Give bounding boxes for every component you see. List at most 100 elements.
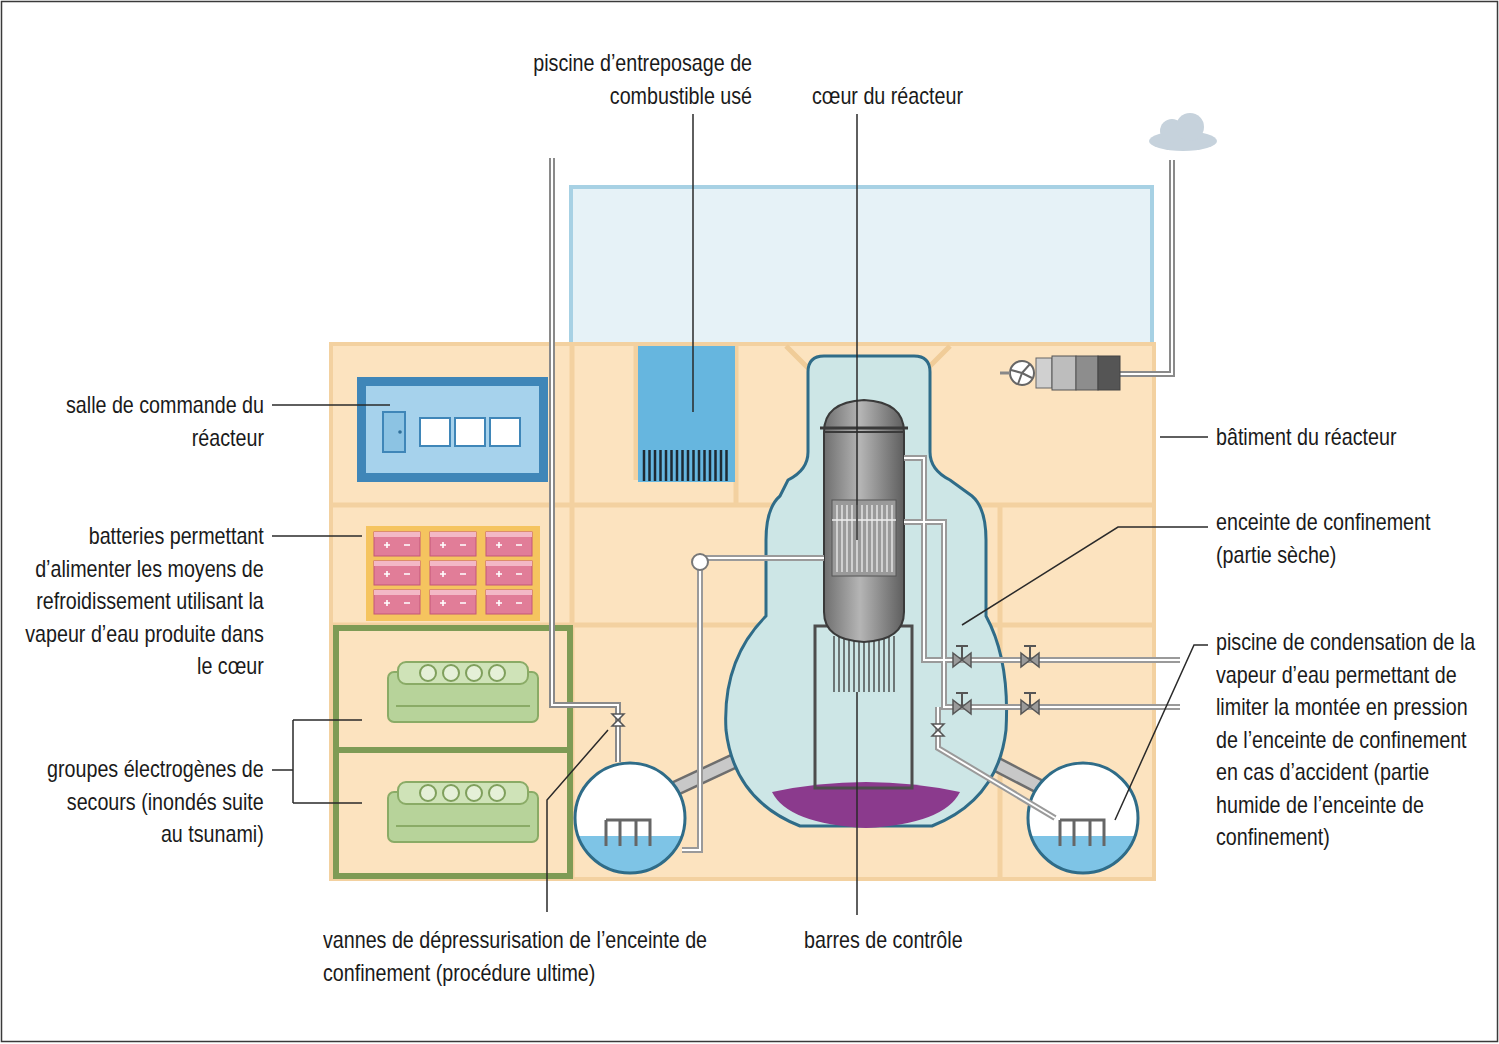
part-label: enceinte de confinement (partie sèche): [1216, 506, 1478, 571]
battery-sign: [384, 600, 410, 606]
fuel-rod: [891, 505, 892, 572]
part-label: piscine de condensation de la vapeur d’e…: [1216, 626, 1484, 854]
valve-wheel: [1024, 645, 1036, 647]
fuel-assembly: [687, 450, 690, 481]
battery-cell: [486, 561, 532, 585]
process-pipes: [682, 458, 1180, 850]
control-rod: [853, 636, 854, 692]
generator-cylinder: [466, 785, 482, 801]
valve-stem: [961, 646, 963, 660]
part-label: barres de contrôle: [804, 924, 1004, 957]
control-rod: [888, 636, 889, 692]
part-label: salle de commande du réacteur: [59, 389, 264, 454]
control-rod: [848, 636, 849, 692]
battery-sign: [496, 542, 522, 548]
fuel-rod: [841, 505, 842, 572]
fuel-assembly: [720, 450, 723, 481]
fuel-rod: [836, 505, 837, 572]
control-rod: [873, 636, 874, 692]
containment-vessel: [726, 356, 1007, 826]
generator-cylinder: [420, 665, 436, 681]
fuel-assembly: [654, 450, 657, 481]
battery-top: [430, 590, 476, 595]
fuel-assembly: [659, 450, 662, 481]
battery-cell: [430, 590, 476, 614]
fuel-assembly: [709, 450, 712, 481]
battery-cell: [374, 590, 420, 614]
battery-cell: [430, 561, 476, 585]
valve-wheel: [956, 692, 968, 694]
battery-sign: [440, 571, 466, 577]
generator-cylinder: [466, 665, 482, 681]
generator-cylinder: [489, 665, 505, 681]
fuel-assembly: [692, 450, 695, 481]
fuel-assembly: [676, 450, 679, 481]
battery-top: [486, 590, 532, 595]
upper-hall: [571, 187, 1152, 347]
fuel-assembly: [670, 450, 673, 481]
generator-top: [398, 782, 528, 804]
generator-rooms: [336, 628, 570, 876]
battery-sign: [440, 542, 466, 548]
battery-cell: [486, 590, 532, 614]
battery-cell: [430, 532, 476, 556]
control-rod: [843, 636, 844, 692]
generator-cylinder: [443, 785, 459, 801]
valve-stem: [1029, 646, 1031, 660]
reactor-building: [331, 344, 1154, 879]
fuel-rod: [866, 505, 867, 572]
fuel-assembly: [681, 450, 684, 481]
control-rod: [878, 636, 879, 692]
battery-cell: [486, 532, 532, 556]
battery-sign: [384, 542, 410, 548]
generator-cylinder: [420, 785, 436, 801]
core-grid: [832, 519, 896, 520]
control-rod: [883, 636, 884, 692]
battery-top: [374, 590, 420, 595]
valve-stem: [961, 693, 963, 707]
fuel-assembly: [698, 450, 701, 481]
part-label: batteries permettant d’alimenter les moy…: [19, 520, 264, 683]
fuel-assembly: [725, 450, 728, 481]
generator-cylinder: [489, 785, 505, 801]
battery-cell: [374, 561, 420, 585]
control-rod: [893, 636, 894, 692]
battery-sign: [496, 571, 522, 577]
valve-wheel: [1024, 692, 1036, 694]
control-rods: [815, 626, 912, 788]
control-rod: [863, 636, 864, 692]
part-label: cœur du réacteur: [812, 80, 1012, 113]
fuel-rod: [851, 505, 852, 572]
leader-lines: [272, 114, 1208, 915]
generator-top: [398, 662, 528, 684]
valve-wheel: [956, 645, 968, 647]
control-rod: [838, 636, 839, 692]
battery-top: [374, 561, 420, 566]
control-room: [357, 377, 548, 482]
battery-sign: [440, 600, 466, 606]
fuel-rod: [886, 505, 887, 572]
control-rod: [858, 636, 859, 692]
part-label: vannes de dépressurisation de l’enceinte…: [323, 924, 741, 989]
fuel-assembly: [703, 450, 706, 481]
fuel-assembly: [714, 450, 717, 481]
battery-sign: [384, 571, 410, 577]
control-rod: [833, 636, 834, 692]
pressure-vessel: [820, 400, 908, 642]
fuel-rod: [861, 505, 862, 572]
part-label: piscine d’entreposage de combustible usé: [524, 47, 752, 112]
valve-stem: [1029, 693, 1031, 707]
part-label: groupes électrogènes de secours (inondés…: [42, 753, 264, 851]
battery-top: [430, 561, 476, 566]
battery-top: [486, 532, 532, 537]
fuel-assembly: [648, 450, 651, 481]
generator-band: [396, 825, 530, 827]
fuel-rod: [846, 505, 847, 572]
battery-cell: [374, 532, 420, 556]
spent-fuel-pool: [638, 346, 735, 482]
fuel-assembly: [643, 450, 646, 481]
battery-sign: [496, 600, 522, 606]
